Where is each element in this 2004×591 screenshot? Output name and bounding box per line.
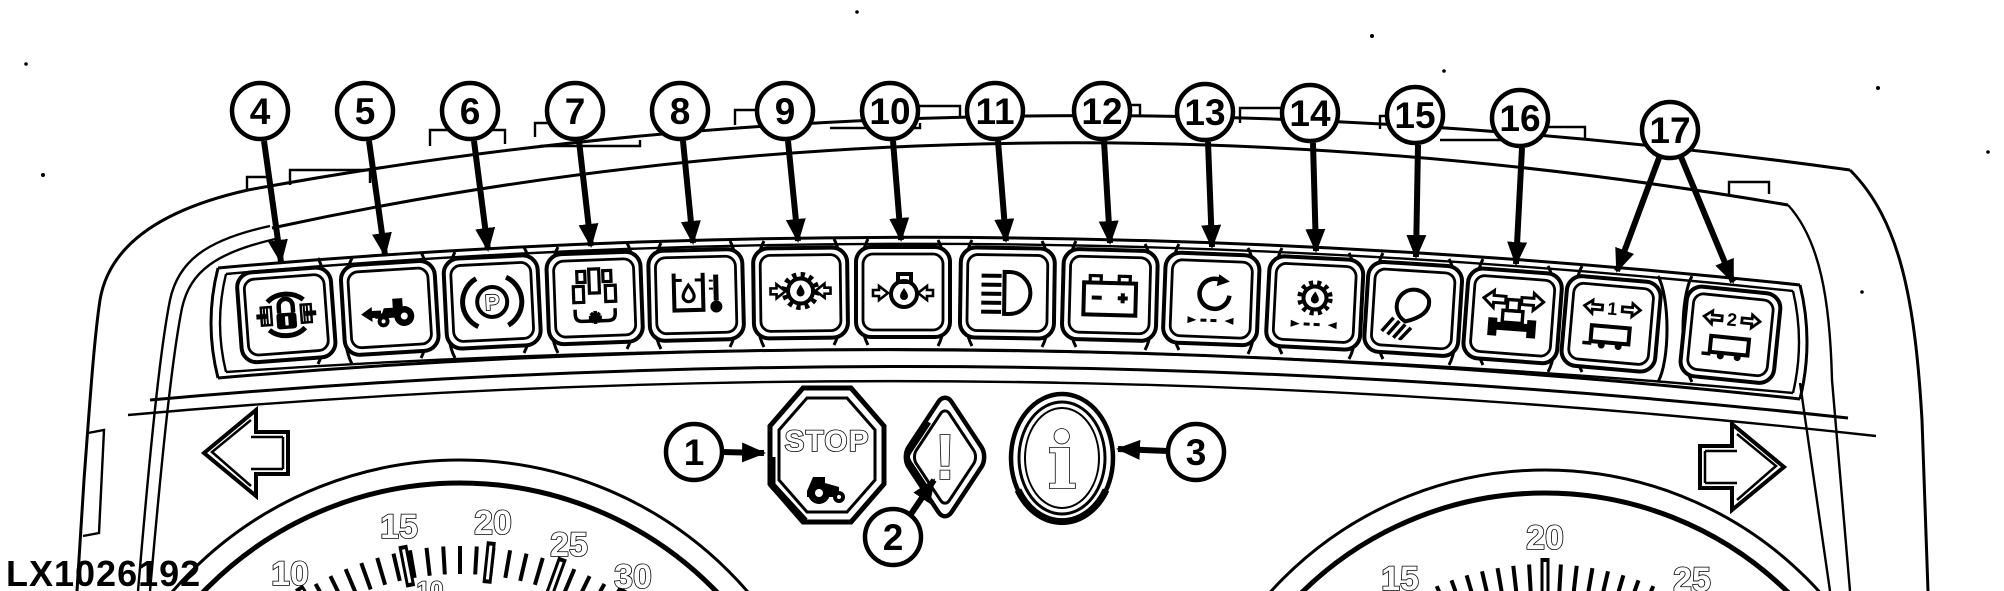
tractor-turn-signal-icon <box>1461 266 1564 366</box>
left-gauge: 10 15 20 25 30 10 <box>170 458 750 591</box>
differential-lock-icon <box>235 265 338 365</box>
right-gauge: 15 20 25 <box>1269 468 1821 591</box>
hydraulic-oil-temperature-icon <box>646 247 746 343</box>
callout-16-number: 16 <box>1499 98 1540 139</box>
stop-text: STOP <box>784 425 869 458</box>
left-gauge-label-25: 25 <box>550 526 588 564</box>
callout-15-number: 15 <box>1394 95 1435 136</box>
drive-direction-icon <box>338 259 441 357</box>
callout-17: 17 <box>1639 99 1701 161</box>
warning-indicator: ! <box>902 392 988 522</box>
left-gauge-labels: 10 15 20 25 30 10 <box>270 503 652 591</box>
callout-6: 6 <box>439 80 501 142</box>
callout-8-number: 8 <box>670 91 691 132</box>
callout-16: 16 <box>1489 87 1551 149</box>
right-arrow <box>1698 419 1788 515</box>
callout-9-number: 9 <box>775 91 796 132</box>
info-indicator: i <box>1008 391 1116 526</box>
callout-13-number: 13 <box>1184 92 1225 133</box>
right-gauge-ticks <box>1434 558 1656 591</box>
work-light-icon <box>1362 259 1464 358</box>
callout-2-number: 2 <box>883 517 904 558</box>
callout-4-number: 4 <box>250 91 271 132</box>
callout-11: 11 <box>964 80 1026 142</box>
callout-6-number: 6 <box>460 91 481 132</box>
indicator-strip: P <box>209 235 1809 401</box>
warning-exclamation: ! <box>934 421 955 493</box>
callout-5: 5 <box>334 80 396 142</box>
callout-9: 9 <box>754 80 816 142</box>
figure-code: LX1026192 <box>6 553 201 591</box>
implement-signal-icon <box>544 249 645 347</box>
engine-stop-glyph <box>807 477 845 504</box>
callout-15: 15 <box>1384 84 1446 146</box>
callout-arrows-central <box>721 439 1169 516</box>
trailer-2-turn-signal-icon: 2 <box>1678 284 1783 385</box>
parking-brake-letter: P <box>484 290 500 316</box>
left-gauge-ticks <box>295 541 628 591</box>
callout-12-number: 12 <box>1081 91 1122 132</box>
callout-17-number: 17 <box>1649 110 1690 151</box>
right-gauge-label-20: 20 <box>1526 519 1564 557</box>
left-gauge-label-20: 20 <box>474 504 512 542</box>
callout-4: 4 <box>229 80 291 142</box>
callout-14: 14 <box>1279 82 1341 144</box>
callout-1-number: 1 <box>684 432 705 473</box>
callout-arrows-top <box>261 140 1736 284</box>
right-gauge-labels: 15 20 25 <box>1380 518 1711 591</box>
callout-1: 1 <box>663 421 725 483</box>
right-gauge-label-25: 25 <box>1673 561 1711 591</box>
callout-14-number: 14 <box>1289 93 1331 134</box>
left-gauge-label-15: 15 <box>380 508 418 546</box>
callouts-top: 4 5 6 7 8 9 10 11 12 13 14 15 16 17 <box>229 80 1701 161</box>
trailer-1-number: 1 <box>1607 298 1619 319</box>
callout-3: 3 <box>1165 421 1227 483</box>
callout-5-number: 5 <box>355 91 376 132</box>
callout-12: 12 <box>1071 80 1133 142</box>
right-gauge-label-15: 15 <box>1381 560 1419 591</box>
hydraulic-oil-filter-icon <box>1264 254 1366 352</box>
callout-8: 8 <box>649 80 711 142</box>
left-arrow <box>200 405 290 501</box>
battery-charge-icon <box>1060 247 1160 343</box>
callout-10-number: 10 <box>869 91 910 132</box>
callout-7-number: 7 <box>565 91 586 132</box>
info-letter: i <box>1047 416 1077 507</box>
air-filter-restriction-icon <box>1161 250 1262 348</box>
callout-7: 7 <box>544 80 606 142</box>
callout-13: 13 <box>1174 81 1236 143</box>
left-gauge-label-10: 10 <box>271 555 309 591</box>
parking-brake-icon: P <box>441 253 543 351</box>
callout-3-number: 3 <box>1186 432 1207 473</box>
callout-2: 2 <box>862 506 924 568</box>
callout-11-number: 11 <box>975 91 1014 132</box>
transmission-oil-pressure-icon <box>751 245 850 341</box>
high-beam-icon <box>957 245 1057 341</box>
stop-engine-indicator: STOP <box>767 385 887 525</box>
trailer-1-turn-signal-icon: 1 <box>1559 274 1663 374</box>
trailer-2-number: 2 <box>1726 309 1738 330</box>
left-gauge-inner-label: 10 <box>417 577 444 591</box>
engine-oil-pressure-icon <box>854 245 952 339</box>
callout-10: 10 <box>859 80 921 142</box>
left-gauge-label-30: 30 <box>614 558 652 591</box>
